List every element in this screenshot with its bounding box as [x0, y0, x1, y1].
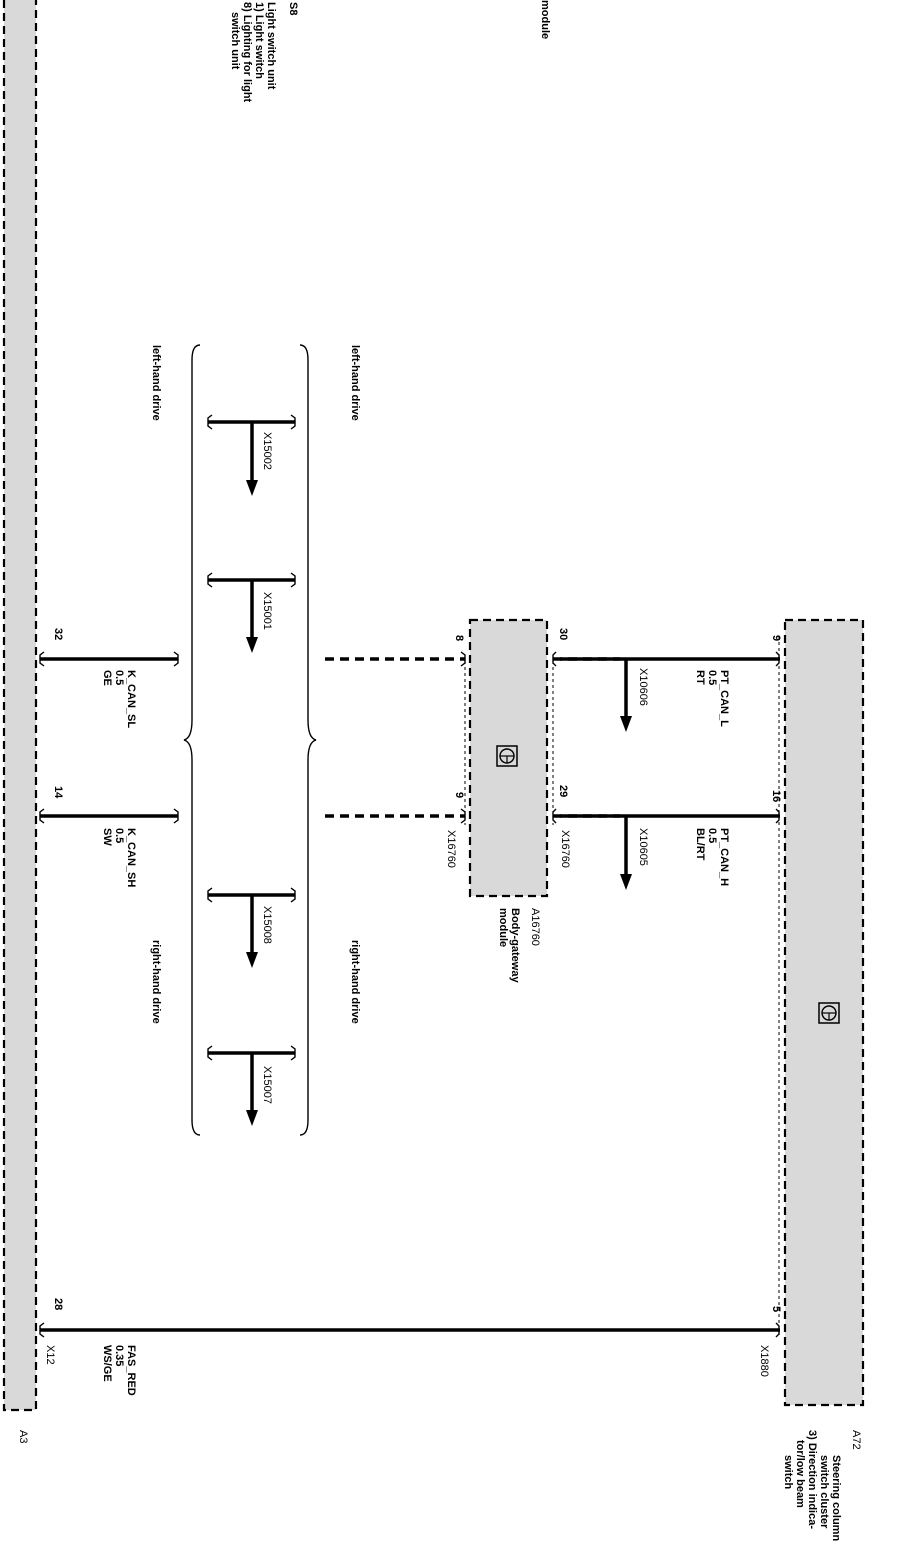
- connector-x16760-right: X16760: [559, 830, 571, 868]
- connector-x10606: X10606: [637, 668, 649, 706]
- wire-fas-red-size: 0.35: [113, 1345, 125, 1366]
- connector-x15002: X15002: [261, 432, 273, 470]
- switch-s8-code: S8: [287, 2, 299, 15]
- module-a16760-line-1: Body-gateway: [509, 908, 521, 983]
- switch-s8-line-2: 1) Light switch: [253, 2, 265, 79]
- label-lhd-bottom: left-hand drive: [150, 345, 162, 421]
- label-lhd-top: left-hand drive: [349, 345, 361, 421]
- connector-x10605: X10605: [637, 828, 649, 866]
- wire-pt-can-h-size: 0.5: [706, 828, 718, 843]
- wire-k-can-sl-color: GE: [101, 670, 113, 686]
- module-a72-line-3: 3) Direction indica-: [806, 1430, 818, 1529]
- module-a16760-bus-icon: [496, 745, 518, 767]
- module-a72-bus-icon: [818, 1002, 840, 1024]
- wire-k-can-sl-signal: K_CAN_SL: [125, 670, 137, 728]
- wire-k-can-sh-size: 0.5: [113, 828, 125, 843]
- connector-x15008: X15008: [261, 906, 273, 944]
- wire-k-can-sl: 8 32 K_CAN_SL 0.5 GE: [39, 628, 466, 728]
- module-a3: A3: [2, 0, 38, 1443]
- wire-pt-can-l-signal: PT_CAN_L: [718, 670, 730, 727]
- pin-gw-29: 29: [557, 785, 569, 797]
- module-a3-partial-label: module: [539, 0, 551, 39]
- pin-a72-5: 5: [770, 1306, 782, 1312]
- wire-fas-red-signal: FAS_RED: [125, 1345, 137, 1396]
- module-a16760-line-2: module: [497, 908, 509, 947]
- module-a16760-box: [468, 618, 549, 898]
- brace-left: [183, 344, 201, 1136]
- module-a3-box: [2, 0, 38, 1412]
- label-rhd-bottom: right-hand drive: [150, 940, 162, 1024]
- wire-pt-can-h-color: BL/RT: [694, 828, 706, 861]
- wire-pt-can-l: 9 30 PT_CAN_L 0.5 RT X10606: [552, 628, 782, 732]
- wire-k-can-sh-color: SW: [101, 828, 113, 846]
- wire-k-can-sl-size: 0.5: [113, 670, 125, 685]
- pin-a72-16: 16: [770, 790, 782, 802]
- pin-a3-32: 32: [52, 628, 64, 640]
- switch-s8-line-4: switch unit: [229, 12, 241, 70]
- wire-pt-can-h: 16 29 PT_CAN_H 0.5 BL/RT X10605: [552, 785, 782, 890]
- jumper-x15007: X15007: [207, 1045, 296, 1126]
- connector-x15007: X15007: [261, 1066, 273, 1104]
- pin-a3-28: 28: [52, 1298, 64, 1310]
- jumper-x15002: X15002: [207, 414, 296, 496]
- pin-gw-8: 8: [453, 635, 465, 641]
- pin-gw-30: 30: [557, 628, 569, 640]
- wire-fas-red-color: WS/GE: [101, 1345, 113, 1382]
- drive-variant-group: left-hand drive left-hand drive right-ha…: [150, 344, 361, 1136]
- jumper-x15008: X15008: [207, 887, 296, 968]
- switch-s8-line-3: 8) Lighting for light: [241, 2, 253, 103]
- connector-x1880: X1880: [758, 1345, 770, 1377]
- module-a16760-code: A16760: [529, 908, 541, 946]
- connector-x12: X12: [44, 1345, 56, 1365]
- connector-x15001: X15001: [261, 592, 273, 630]
- wire-pt-can-h-signal: PT_CAN_H: [718, 828, 730, 886]
- label-rhd-top: right-hand drive: [349, 940, 361, 1024]
- switch-s8-labels: S8 Light switch unit 1) Light switch 8) …: [229, 2, 299, 103]
- wire-fas-red: 5 28 FAS_RED 0.35 WS/GE X1880 X12: [39, 1298, 782, 1396]
- module-a16760: A16760 Body-gateway module X16760 X16760: [445, 618, 571, 983]
- pin-gw-9: 9: [453, 792, 465, 798]
- module-a72-line-4: tor/low beam: [794, 1440, 806, 1508]
- wire-pt-can-l-size: 0.5: [706, 670, 718, 685]
- switch-s8-line-1: Light switch unit: [265, 2, 277, 90]
- connector-x16760-left: X16760: [445, 830, 457, 868]
- jumper-x15001: X15001: [207, 572, 296, 653]
- pin-a3-14: 14: [52, 786, 64, 799]
- module-a3-code: A3: [17, 1430, 29, 1443]
- wire-pt-can-l-color: RT: [694, 670, 706, 685]
- module-a72-line-2: switch cluster: [818, 1455, 830, 1529]
- module-a72-line-5: switch: [782, 1455, 794, 1490]
- module-a72-line-1: Steering column: [830, 1455, 842, 1541]
- wire-k-can-sh-signal: K_CAN_SH: [125, 828, 137, 887]
- module-a72-code: A72: [850, 1430, 862, 1450]
- brace-right: [299, 344, 317, 1136]
- module-a72: A72 Steering column switch cluster 3) Di…: [778, 618, 865, 1541]
- pin-a72-9: 9: [770, 635, 782, 641]
- wire-k-can-sh: 9 14 K_CAN_SH 0.5 SW: [39, 786, 466, 887]
